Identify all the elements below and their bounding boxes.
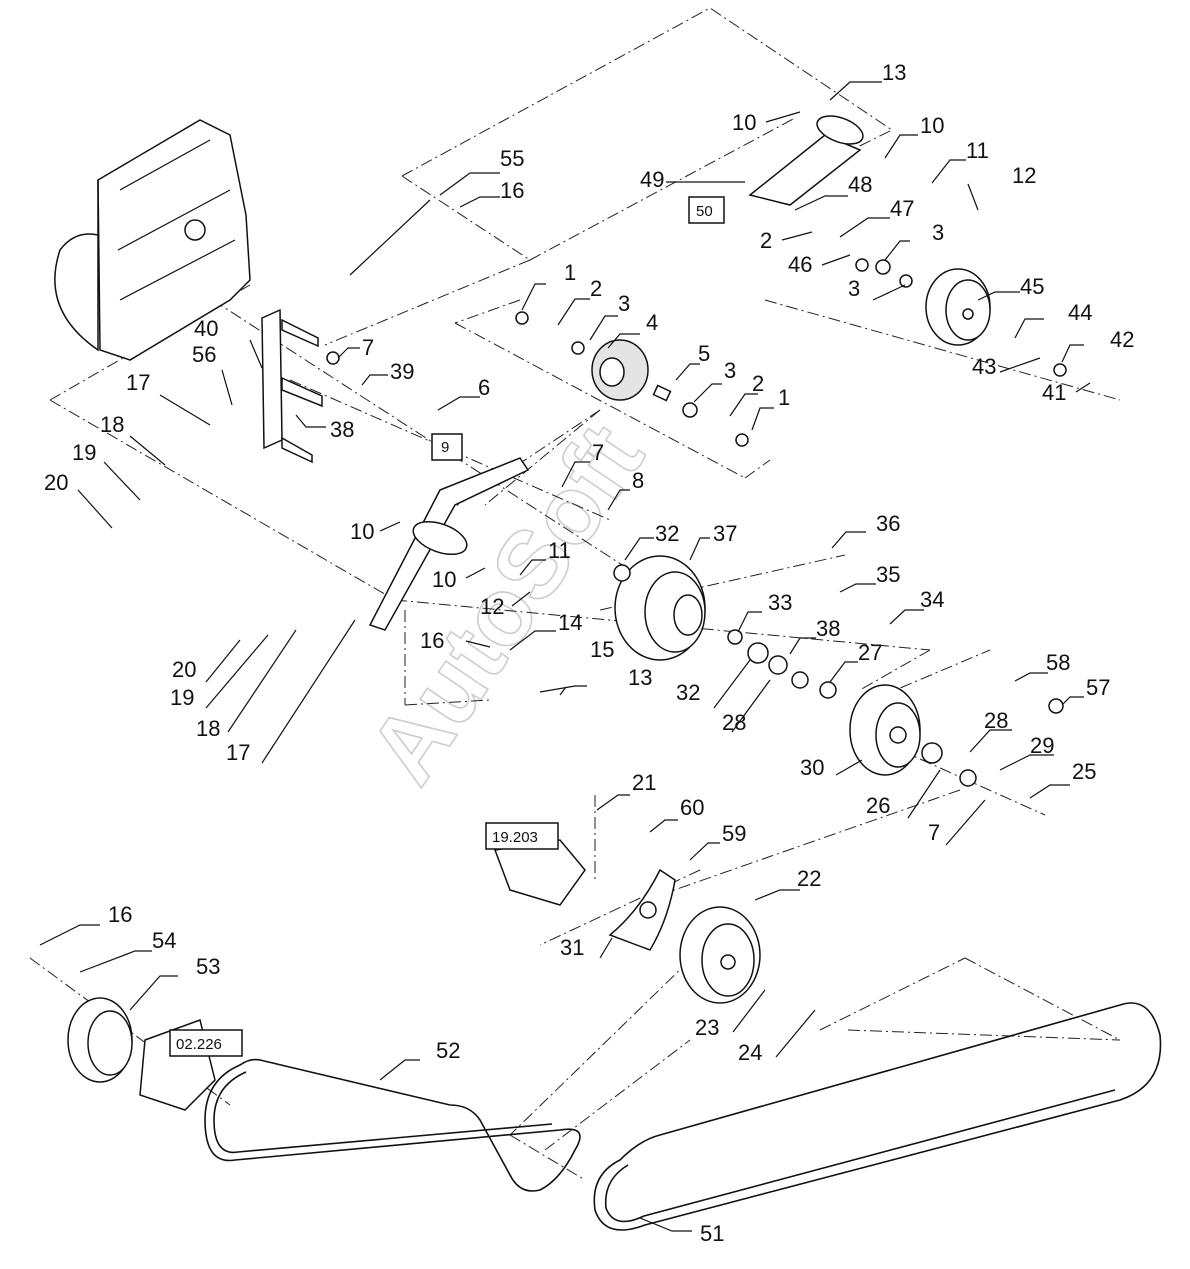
callout-label: 4 xyxy=(646,310,658,335)
callout-label: 43 xyxy=(972,354,996,379)
callout-label: 40 xyxy=(194,316,218,341)
callout-label: 13 xyxy=(882,60,906,85)
callout-label: 41 xyxy=(1042,380,1066,405)
callout-label: 26 xyxy=(866,793,890,818)
callout-label: 35 xyxy=(876,562,900,587)
callout-label: 17 xyxy=(126,370,150,395)
callout-label: 14 xyxy=(558,610,582,635)
callout-label: 13 xyxy=(628,665,652,690)
callout-label: 58 xyxy=(1046,650,1070,675)
callout-label: 18 xyxy=(196,716,220,741)
callout-label: 16 xyxy=(108,902,132,927)
belt-51 xyxy=(593,1002,1162,1231)
callout-label: 53 xyxy=(196,954,220,979)
callout-label: 7 xyxy=(362,335,374,360)
callout-label: 54 xyxy=(152,928,176,953)
callout-label: 52 xyxy=(436,1038,460,1063)
callout-label: 1 xyxy=(778,385,790,410)
callout-label: 37 xyxy=(713,521,737,546)
callout-label: 16 xyxy=(500,178,524,203)
callout-label: 19 xyxy=(72,440,96,465)
callout-label: 27 xyxy=(858,640,882,665)
callout-label: 28 xyxy=(984,708,1008,733)
callout-label: 20 xyxy=(44,470,68,495)
callout-label: 25 xyxy=(1072,759,1096,784)
callout-label: 12 xyxy=(480,594,504,619)
leader-lines xyxy=(39,81,1091,1232)
callout-label: 10 xyxy=(432,567,456,592)
reference-box: 50 xyxy=(696,203,713,220)
belts xyxy=(204,1002,1162,1231)
callout-label: 22 xyxy=(797,866,821,891)
callout-label: 15 xyxy=(590,637,614,662)
callout-label: 42 xyxy=(1110,327,1134,352)
callout-label: 23 xyxy=(695,1015,719,1040)
callout-label: 51 xyxy=(700,1221,724,1246)
mounting-bracket xyxy=(261,308,283,450)
callout-label: 38 xyxy=(330,417,354,442)
callout-label: 60 xyxy=(680,795,704,820)
callout-label: 48 xyxy=(848,172,872,197)
callout-label: 57 xyxy=(1086,675,1110,700)
callout-label: 45 xyxy=(1020,274,1044,299)
callout-label: 2 xyxy=(752,371,764,396)
reference-boxes: 50 9 19.203 02.226 xyxy=(169,196,725,1057)
callout-label: 12 xyxy=(1012,163,1036,188)
callout-label: 2 xyxy=(590,276,602,301)
callout-label: 56 xyxy=(192,342,216,367)
callout-label: 7 xyxy=(928,820,940,845)
reference-box: 19.203 xyxy=(492,829,538,846)
callout-label: 3 xyxy=(932,220,944,245)
callout-label: 44 xyxy=(1068,300,1092,325)
callout-label: 10 xyxy=(350,519,374,544)
parts xyxy=(54,115,1067,1111)
callout-label: 32 xyxy=(655,521,679,546)
callout-label: 10 xyxy=(920,113,944,138)
callout-label: 33 xyxy=(768,590,792,615)
callout-label: 16 xyxy=(420,628,444,653)
callout-label: 28 xyxy=(722,710,746,735)
callout-label: 21 xyxy=(632,770,656,795)
callout-label: 29 xyxy=(1030,733,1054,758)
reference-box: 02.226 xyxy=(176,1036,222,1053)
idler-arm xyxy=(748,134,862,206)
callout-label: 34 xyxy=(920,587,944,612)
callout-label: 59 xyxy=(722,821,746,846)
callout-label: 46 xyxy=(788,252,812,277)
callout-label: 7 xyxy=(592,440,604,465)
callout-label: 30 xyxy=(800,755,824,780)
callout-label: 47 xyxy=(890,196,914,221)
callout-label: 1 xyxy=(564,260,576,285)
callout-label: 31 xyxy=(560,935,584,960)
callout-label: 3 xyxy=(724,358,736,383)
belt-52 xyxy=(204,1058,581,1192)
reference-box: 9 xyxy=(441,439,449,456)
callout-label: 11 xyxy=(966,138,989,163)
tensioner-arm xyxy=(368,457,530,631)
callout-label: 32 xyxy=(676,680,700,705)
callout-label: 17 xyxy=(226,740,250,765)
callout-label: 18 xyxy=(100,412,124,437)
callout-label: 3 xyxy=(618,291,630,316)
callout-label: 5 xyxy=(698,341,710,366)
callout-label: 19 xyxy=(170,685,194,710)
callout-label: 20 xyxy=(172,657,196,682)
callout-label: 11 xyxy=(548,538,571,563)
callout-label: 8 xyxy=(632,468,644,493)
callout-label: 55 xyxy=(500,146,524,171)
callout-numbers: 13 10 10 11 12 49 48 47 2 46 3 3 45 44 4… xyxy=(44,60,1134,1246)
callout-label: 38 xyxy=(816,616,840,641)
callout-label: 10 xyxy=(732,110,756,135)
callout-label: 36 xyxy=(876,511,900,536)
callout-label: 49 xyxy=(640,167,664,192)
callout-label: 39 xyxy=(390,359,414,384)
callout-label: 2 xyxy=(760,228,772,253)
callout-label: 3 xyxy=(848,276,860,301)
callout-label: 6 xyxy=(478,375,490,400)
callout-label: 24 xyxy=(738,1040,762,1065)
frame-housing xyxy=(97,119,251,361)
